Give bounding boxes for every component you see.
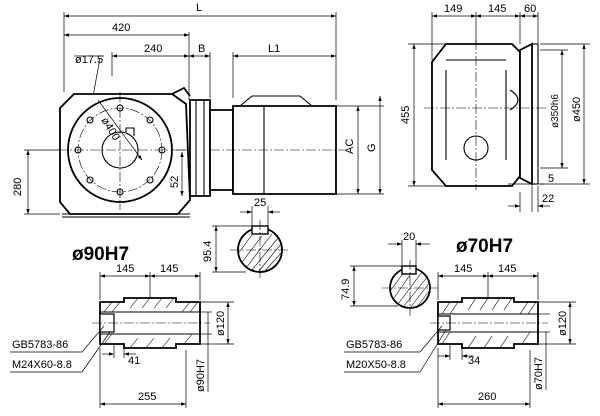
dim-g: G bbox=[366, 143, 378, 152]
shaft-70: 145 145 ø120 GB5783 bbox=[344, 263, 576, 408]
dim-420: 420 bbox=[112, 22, 130, 34]
bore-title-90: ø90H7 bbox=[72, 244, 129, 265]
dim-bore-70: ø70H7 bbox=[533, 357, 545, 390]
dim-depth-90: 95.4 bbox=[202, 241, 214, 262]
dim-key-90: 25 bbox=[254, 197, 266, 209]
dim-455: 455 bbox=[400, 106, 412, 124]
dim-dia-90: ø120 bbox=[215, 311, 227, 336]
bore-title-70: ø70H7 bbox=[456, 236, 513, 257]
dim-22: 22 bbox=[542, 193, 554, 205]
standard-70: GB5783-86 bbox=[346, 339, 402, 351]
dim-l1: L1 bbox=[268, 43, 280, 55]
dim-thread-90: 41 bbox=[128, 355, 140, 367]
dim-depth-70: 74.9 bbox=[340, 279, 352, 300]
dim-thread-70: 34 bbox=[468, 355, 480, 367]
dim-flange: ø450 bbox=[571, 97, 583, 122]
adapter-flange bbox=[189, 99, 211, 197]
dim-total-90: 255 bbox=[138, 391, 156, 403]
bolt-spec-70: M20X50-8.8 bbox=[346, 359, 406, 371]
dim-149: 149 bbox=[444, 3, 462, 15]
keyway-90: ø90H7 25 95.4 bbox=[72, 197, 290, 280]
standard-90: GB5783-86 bbox=[12, 339, 68, 351]
main-view: L 420 240 B L1 ø17.5 bbox=[12, 2, 384, 218]
dim-240: 240 bbox=[144, 43, 162, 55]
dim-b: B bbox=[198, 43, 205, 55]
keyway-70: ø70H7 20 74.9 bbox=[340, 231, 513, 316]
dim-145b-90: 145 bbox=[160, 263, 178, 275]
gearbox-housing bbox=[59, 93, 191, 215]
dim-145-side: 145 bbox=[488, 3, 506, 15]
dim-ac: AC bbox=[344, 139, 356, 154]
terminal-box bbox=[239, 95, 313, 107]
bolt-spec-90: M24X60-8.8 bbox=[12, 359, 72, 371]
dim-bore-90: ø90H7 bbox=[195, 359, 207, 392]
dim-l: L bbox=[196, 2, 202, 14]
side-flange bbox=[519, 42, 533, 186]
dim-bolt-hole: ø17.5 bbox=[75, 54, 103, 66]
dim-145a-70: 145 bbox=[454, 263, 472, 275]
dim-total-70: 260 bbox=[478, 391, 496, 403]
dim-dia-70: ø120 bbox=[557, 311, 569, 336]
dim-145b-70: 145 bbox=[498, 263, 516, 275]
dim-spigot: ø350h6 bbox=[550, 94, 561, 128]
keyway-slot-70 bbox=[401, 265, 417, 275]
dim-280: 280 bbox=[12, 178, 24, 196]
dim-5: 5 bbox=[548, 173, 554, 185]
side-view: 149 145 60 455 ø350h6 ø450 bbox=[400, 3, 590, 212]
dim-key-70: 20 bbox=[403, 231, 415, 243]
dim-52: 52 bbox=[169, 176, 181, 188]
dim-145a-90: 145 bbox=[116, 263, 134, 275]
dim-60: 60 bbox=[524, 3, 536, 15]
shaft-90: 145 145 ø120 GB5783 bbox=[10, 263, 234, 408]
